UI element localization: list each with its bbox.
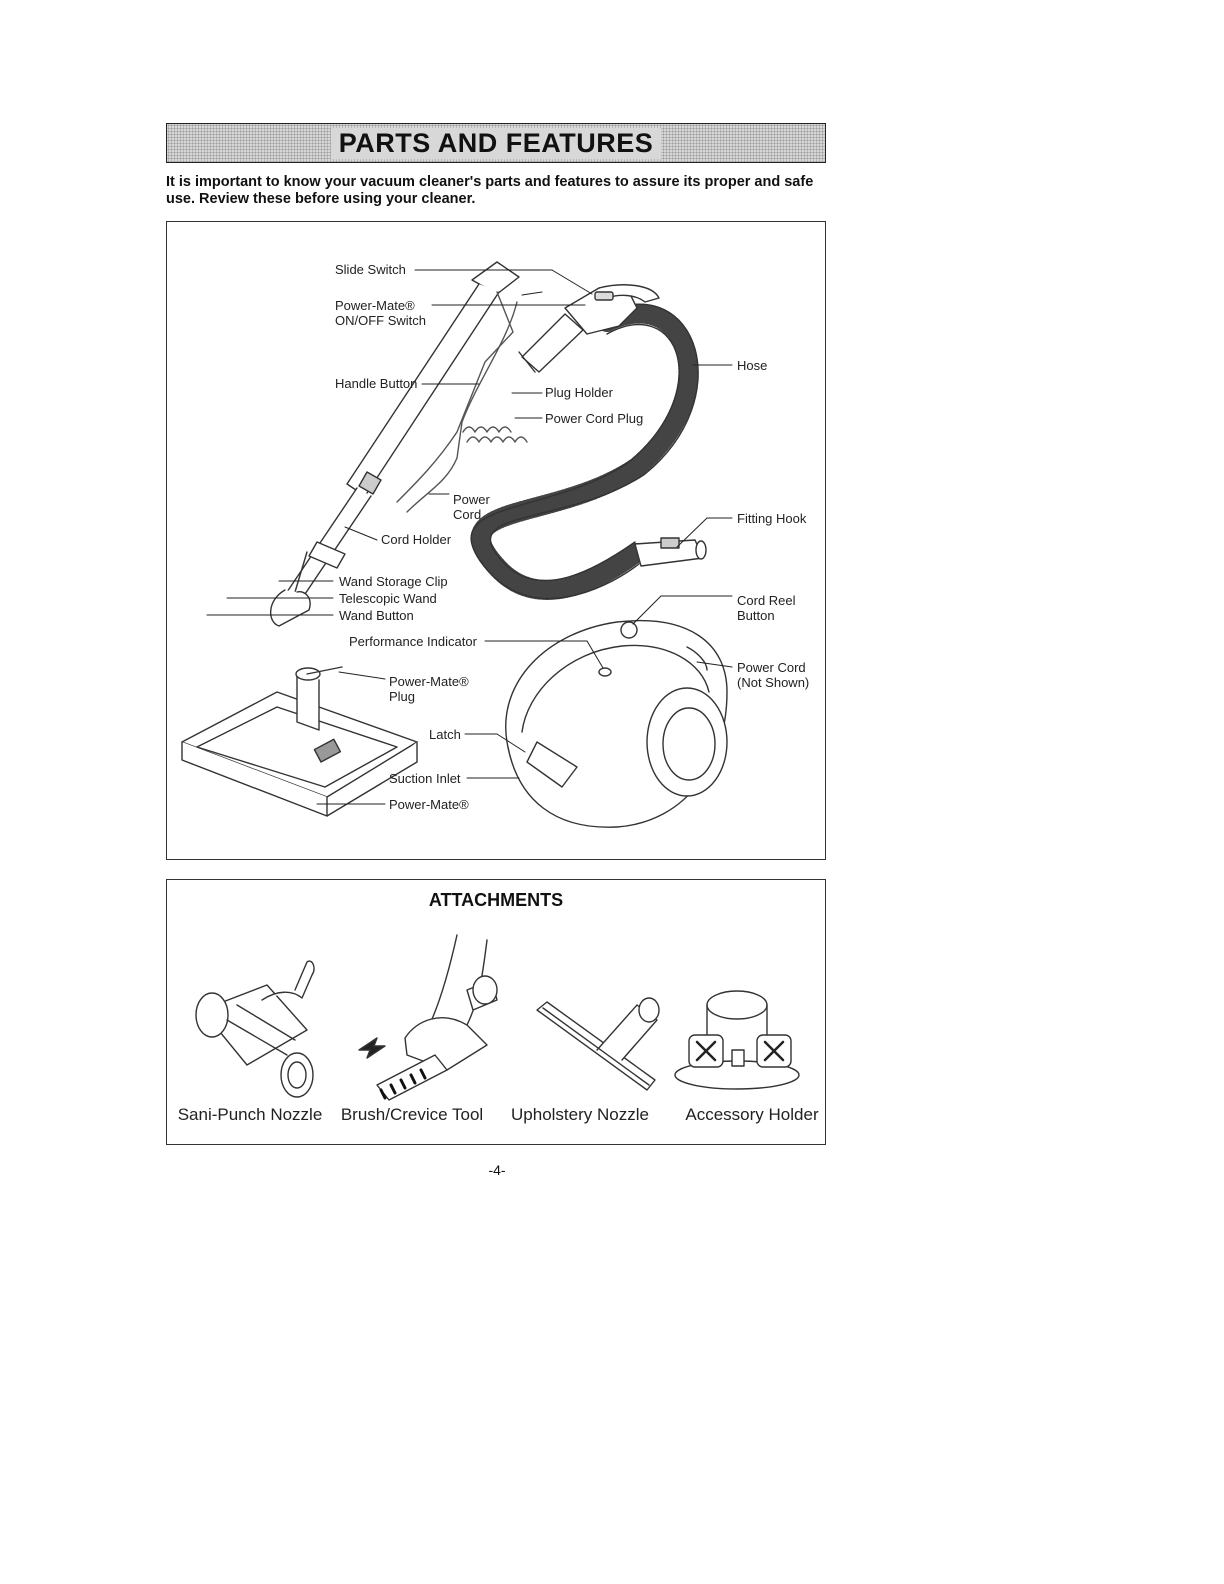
hose-handle-illustration — [518, 284, 660, 373]
upholstery-nozzle-icon — [536, 997, 660, 1091]
parts-diagram-panel: Slide Switch Power-Mate® ON/OFF Switch H… — [166, 221, 826, 860]
canister-body-illustration — [505, 620, 728, 828]
sani-punch-nozzle-icon — [195, 960, 315, 1098]
label-power-cord: Power Cord — [453, 492, 490, 522]
label-performance-indicator: Performance Indicator — [349, 634, 477, 649]
hose-illustration — [470, 303, 699, 600]
label-powermate-plug: Power-Mate® Plug — [389, 674, 469, 704]
attachment-label-sani-punch-nozzle: Sani-Punch Nozzle — [177, 1105, 323, 1124]
label-power-cord-not-shown: Power Cord (Not Shown) — [737, 660, 810, 690]
attachments-panel: ATTACHMENTS — [166, 879, 826, 1145]
label-power-cord-plug: Power Cord Plug — [545, 411, 644, 426]
hose-fitting-illustration — [634, 537, 707, 567]
power-cord-illustration — [406, 301, 528, 513]
accessory-holder-icon — [674, 990, 800, 1090]
leader-lines — [206, 269, 733, 805]
label-suction-inlet: Suction Inlet — [389, 771, 461, 786]
label-slide-switch: Slide Switch — [335, 262, 406, 277]
page-title: PARTS AND FEATURES — [330, 127, 662, 159]
section-title-bar: PARTS AND FEATURES — [166, 123, 826, 163]
label-cord-reel-button: Cord Reel Button — [737, 593, 796, 623]
label-wand-storage-clip: Wand Storage Clip — [339, 574, 448, 589]
label-handle-button: Handle Button — [335, 376, 418, 391]
label-latch: Latch — [429, 727, 461, 742]
label-telescopic-wand: Telescopic Wand — [339, 591, 437, 606]
telescopic-wand-illustration — [270, 261, 520, 627]
attachments-illustrations — [195, 934, 800, 1101]
label-hose: Hose — [737, 358, 768, 373]
attachment-label-brush-crevice-tool: Brush/Crevice Tool — [340, 1105, 484, 1124]
label-wand-button: Wand Button — [339, 608, 414, 623]
label-powermate: Power-Mate® — [389, 797, 469, 812]
label-powermate-onoff-switch: Power-Mate® ON/OFF Switch — [335, 298, 427, 328]
brush-crevice-tool-icon — [358, 934, 498, 1101]
label-cord-holder: Cord Holder — [381, 532, 452, 547]
intro-paragraph: It is important to know your vacuum clea… — [166, 174, 814, 207]
attachment-label-upholstery-nozzle: Upholstery Nozzle — [511, 1105, 649, 1124]
attachments-title: ATTACHMENTS — [428, 890, 564, 910]
powermate-nozzle-illustration — [181, 666, 418, 817]
parts-diagram-illustration — [181, 261, 733, 828]
page-number: -4- — [488, 1162, 506, 1178]
label-fitting-hook: Fitting Hook — [737, 511, 807, 526]
label-plug-holder: Plug Holder — [545, 385, 613, 400]
attachment-label-accessory-holder: Accessory Holder — [685, 1105, 819, 1124]
